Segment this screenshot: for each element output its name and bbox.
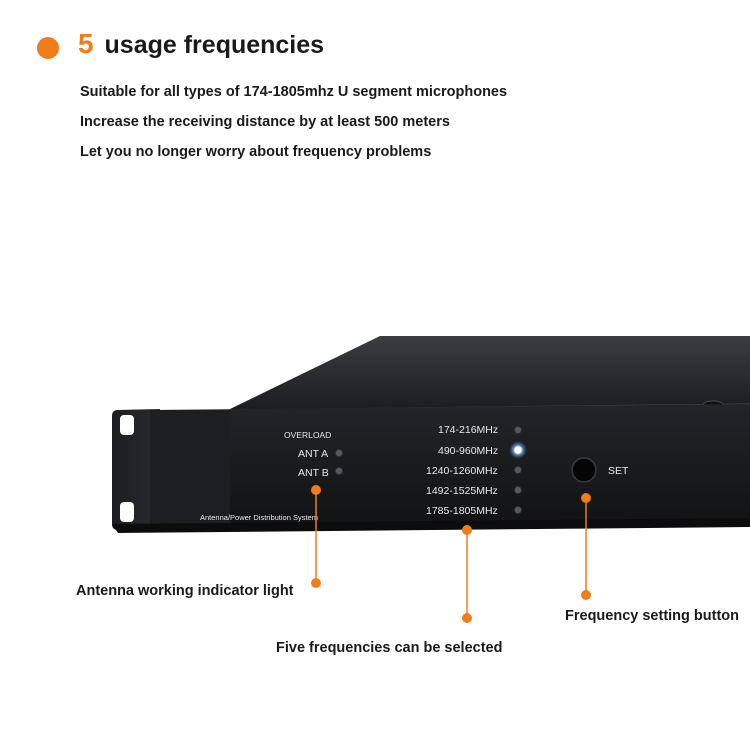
feature-line-1: Suitable for all types of 174-1805mhz U … — [80, 84, 508, 100]
ant-b-led-icon — [334, 466, 344, 476]
rack-ear — [112, 409, 160, 530]
set-label: SET — [608, 465, 629, 477]
callout-dot-antenna-bottom — [311, 578, 321, 588]
callout-dot-antenna-top — [311, 485, 321, 495]
system-label: Antenna/Power Distribution System — [200, 513, 318, 522]
freq-label-5: 1785-1805MHz — [426, 505, 498, 517]
freq-label-2: 490-960MHz — [438, 445, 498, 457]
callout-antenna-indicator: Antenna working indicator light — [76, 583, 294, 599]
feature-line-3: Let you no longer worry about frequency … — [80, 144, 432, 160]
feature-line-2: Increase the receiving distance by at le… — [80, 114, 450, 130]
front-panel-lip — [112, 518, 750, 533]
callout-dot-frequencies-bottom — [462, 613, 472, 623]
freq-led-3-icon — [513, 465, 523, 475]
chassis-top — [228, 336, 750, 410]
callout-five-frequencies: Five frequencies can be selected — [276, 640, 503, 656]
page-title: 5 usage frequencies — [78, 28, 324, 60]
ant-a-led-icon — [334, 448, 344, 458]
freq-label-1: 174-216MHz — [438, 424, 498, 436]
title-number: 5 — [78, 28, 94, 59]
freq-led-1-icon — [513, 425, 523, 435]
callout-dot-frequencies-top — [462, 525, 472, 535]
header-bullet-icon — [37, 37, 59, 59]
rack-slot-top — [120, 415, 134, 435]
callout-dot-button-top — [581, 493, 591, 503]
callout-frequency-button: Frequency setting button — [565, 608, 739, 624]
front-panel-body — [150, 410, 230, 530]
freq-label-3: 1240-1260MHz — [426, 465, 498, 477]
overload-label: OVERLOAD — [284, 430, 331, 440]
ant-a-label: ANT A — [298, 448, 328, 460]
callout-dot-button-bottom — [581, 590, 591, 600]
freq-led-2-icon — [514, 446, 522, 454]
freq-led-5-icon — [513, 505, 523, 515]
ant-b-label: ANT B — [298, 467, 329, 479]
set-button[interactable] — [571, 457, 597, 483]
title-text: usage frequencies — [104, 31, 325, 59]
freq-led-4-icon — [513, 485, 523, 495]
freq-label-4: 1492-1525MHz — [426, 485, 498, 497]
front-panel — [150, 404, 750, 530]
rack-slot-bottom — [120, 502, 134, 522]
